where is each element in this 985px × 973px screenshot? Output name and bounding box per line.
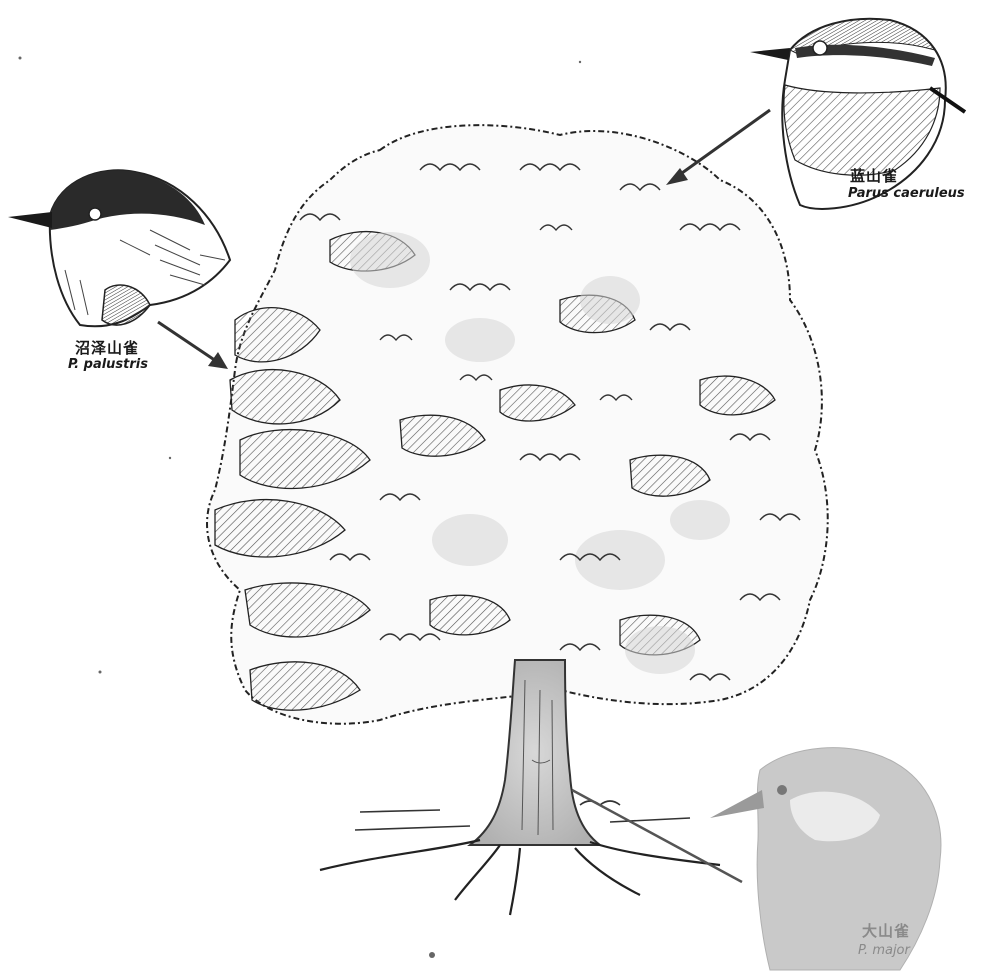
blue-tit-beak xyxy=(750,48,790,60)
great-tit-chinese-label: 大山雀 xyxy=(862,920,910,941)
marsh-tit-chinese-label: 沼泽山雀 xyxy=(75,337,139,358)
marsh-tit-arrow xyxy=(158,322,222,365)
marsh-tit-eye xyxy=(89,208,101,220)
marsh-tit-latin-label: P. palustris xyxy=(68,357,148,372)
blue-tit-arrow xyxy=(675,110,770,178)
great-tit-latin-label: P. major xyxy=(858,943,910,958)
tree-roots xyxy=(320,840,720,915)
blue-tit-eye xyxy=(813,41,827,55)
tree xyxy=(207,125,828,915)
great-tit-outline xyxy=(757,748,941,970)
marsh-tit-beak xyxy=(8,212,52,228)
great-tit-eye xyxy=(777,785,787,795)
great-tit-beak xyxy=(710,790,764,818)
blue-tit-chinese-label: 蓝山雀 xyxy=(850,165,898,186)
blue-tit-latin-label: Parus caeruleus xyxy=(848,186,965,201)
